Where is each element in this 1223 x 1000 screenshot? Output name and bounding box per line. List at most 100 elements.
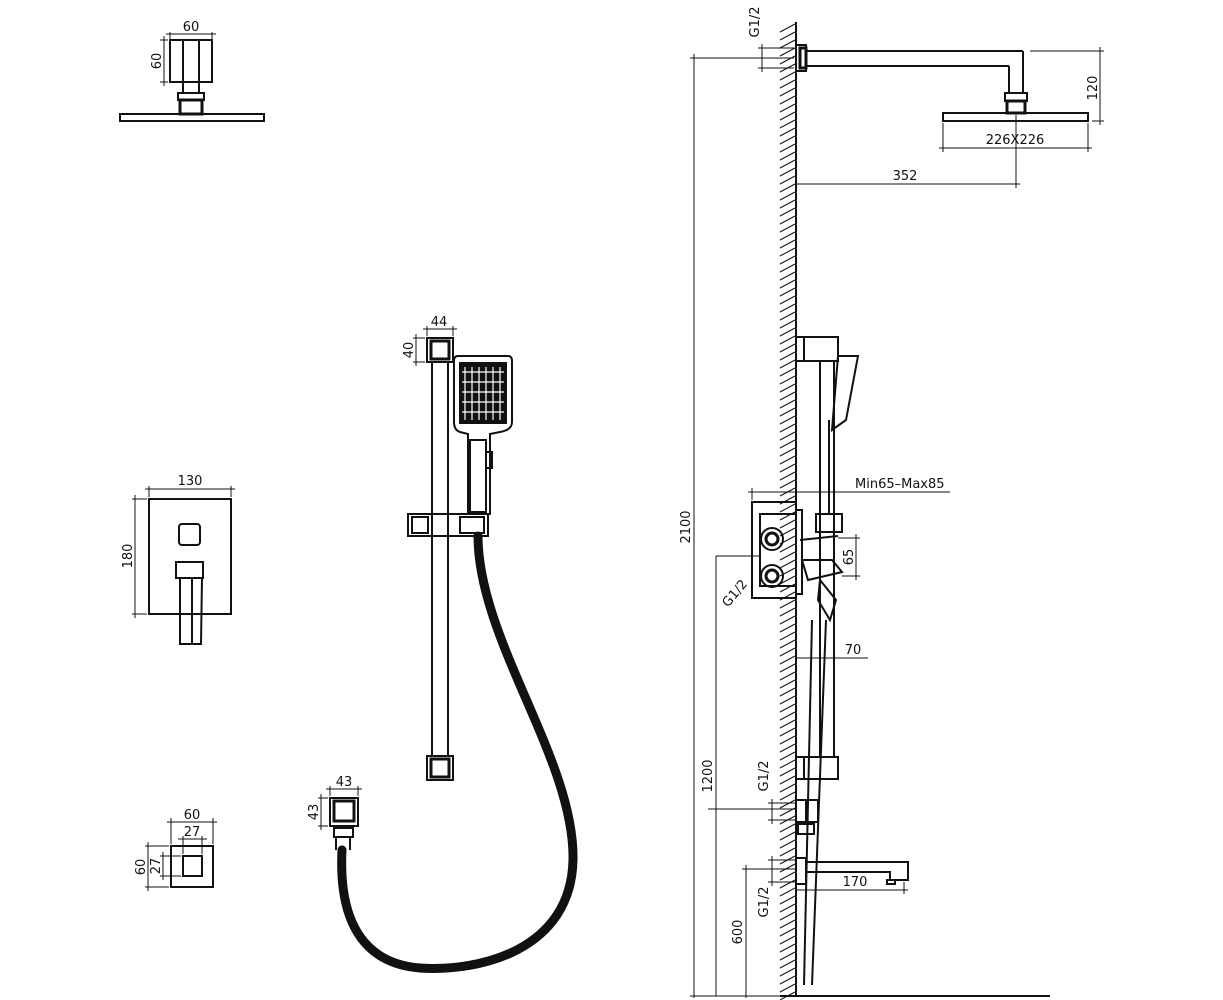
dim-spout-inner-h: 27 <box>149 858 164 875</box>
wall-outlet-cap <box>332 799 356 823</box>
hatch-line <box>779 599 796 609</box>
hatch-line <box>779 519 796 529</box>
hatch-line <box>779 823 796 833</box>
dim-height-spout: 600 <box>731 920 746 945</box>
dim-arm-length: 352 <box>893 169 918 184</box>
valve-front-view: 130 180 <box>121 474 235 645</box>
hatch-line <box>779 215 796 225</box>
dim-head-size: 226X226 <box>986 133 1045 148</box>
hatch-line <box>779 575 796 585</box>
hatch-line <box>779 431 796 441</box>
hatch-line <box>779 759 796 769</box>
hatch-line <box>779 311 796 321</box>
hatch-line <box>779 479 796 489</box>
valve-lever <box>179 577 204 645</box>
lever-tip-side <box>816 577 838 623</box>
hatch-line <box>779 775 796 785</box>
hatch-line <box>779 903 796 913</box>
hatch-line <box>779 399 796 409</box>
outlet-flange-side <box>795 799 807 823</box>
lever-base <box>175 561 204 579</box>
hatch-line <box>779 351 796 361</box>
hatch-line <box>779 151 796 161</box>
valve-plate-side <box>795 509 803 595</box>
spout-plate-view: 60 27 60 27 <box>134 808 217 891</box>
hatch-line <box>779 463 796 473</box>
hatch-line <box>779 911 796 921</box>
hatch-line <box>779 23 796 33</box>
hatch-line <box>779 287 796 297</box>
hatch-line <box>779 663 796 673</box>
hatch-line <box>779 247 796 257</box>
hatch-line <box>779 831 796 841</box>
hand-shower-button <box>485 451 493 469</box>
hatch-line <box>779 343 796 353</box>
dim-valve-depth: Min65–Max85 <box>855 477 945 492</box>
arm-flange-inner <box>798 46 808 70</box>
dim-height-outlet: 1200 <box>701 759 716 792</box>
hatch-line <box>779 319 796 329</box>
arm-stem <box>182 39 200 83</box>
slider-holder <box>459 516 485 534</box>
hatch-line <box>779 239 796 249</box>
hatch-line <box>779 983 796 993</box>
rain-head-front <box>119 113 265 122</box>
outlet-body-side <box>805 799 819 823</box>
dim-thread-valve: G1/2 <box>720 577 751 610</box>
hand-shower-side <box>830 355 860 433</box>
rail-cap-bottom <box>803 756 839 780</box>
hatch-line <box>779 407 796 417</box>
hose-side-a <box>803 619 813 986</box>
hatch-line <box>779 639 796 649</box>
hatch-line <box>779 135 796 145</box>
hatch-line <box>779 711 796 721</box>
hatch-line <box>779 543 796 553</box>
dim-spout-length: 170 <box>843 875 868 890</box>
valve-port-lower-inner <box>764 568 780 584</box>
hatch-line <box>779 791 796 801</box>
hatch-line <box>779 367 796 377</box>
hatch-line <box>779 39 796 49</box>
hatch-line <box>779 735 796 745</box>
rail-wall-bracket-top <box>795 336 805 362</box>
hatch-line <box>779 167 796 177</box>
spout-inner-square <box>182 855 203 877</box>
hatch-line <box>779 671 796 681</box>
hatch-line <box>779 279 796 289</box>
dim-spout-inner-w: 27 <box>184 825 201 840</box>
valve-port-lower <box>760 564 784 588</box>
hatch-line <box>779 199 796 209</box>
hatch-line <box>779 655 796 665</box>
hatch-line <box>779 207 796 217</box>
hatch-line <box>779 967 796 977</box>
hatch-line <box>779 783 796 793</box>
valve-port-upper <box>760 527 784 551</box>
hatch-line <box>779 607 796 617</box>
head-front-view: 60 60 <box>119 20 265 122</box>
dim-thread-outlet: G1/2 <box>757 761 772 792</box>
hatch-line <box>779 439 796 449</box>
hatch-line <box>779 383 796 393</box>
hatch-line <box>779 231 796 241</box>
head-connector <box>178 98 204 116</box>
hatch-line <box>779 799 796 809</box>
hatch-line <box>779 703 796 713</box>
hatch-line <box>779 743 796 753</box>
hatch-line <box>779 647 796 657</box>
hatch-line <box>779 55 796 65</box>
hatch-line <box>779 767 796 777</box>
hatch-line <box>779 423 796 433</box>
dim-rail-top-w: 44 <box>431 315 448 330</box>
dim-valve-spacing: 65 <box>842 549 857 566</box>
hatch-line <box>779 103 796 113</box>
slider-arm <box>799 535 839 541</box>
hatch-line <box>779 159 796 169</box>
dim-thread-spout: G1/2 <box>757 887 772 918</box>
hatch-line <box>779 959 796 969</box>
hatch-line <box>779 127 796 137</box>
hatch-line <box>779 687 796 697</box>
hatch-line <box>779 847 796 857</box>
outlet-nut <box>333 827 354 838</box>
hatch-line <box>779 895 796 905</box>
